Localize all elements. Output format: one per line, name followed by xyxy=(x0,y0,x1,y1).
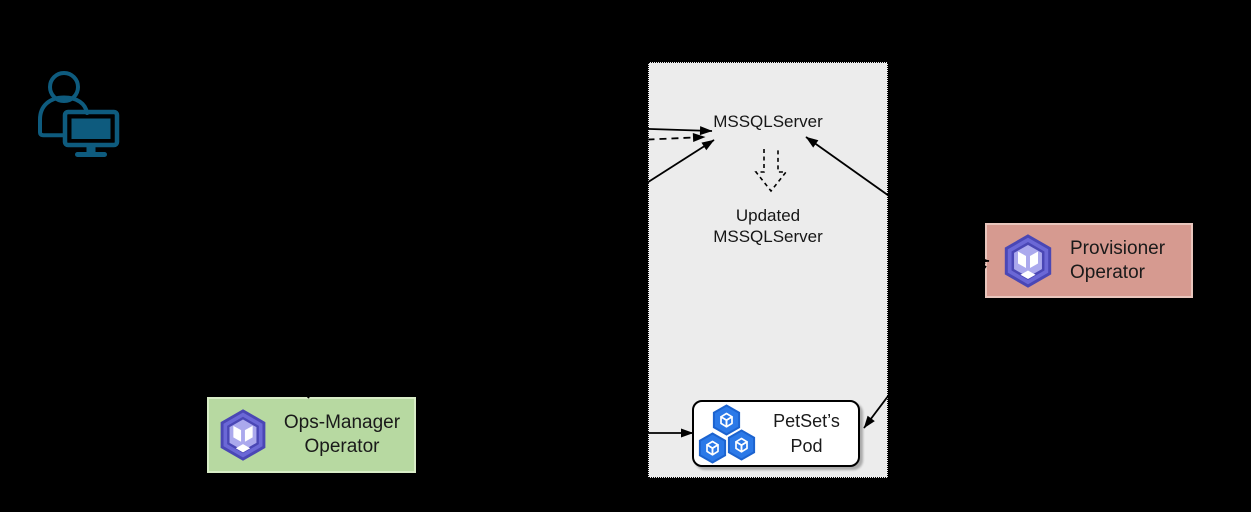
provisioner-label-line1: Provisioner xyxy=(1070,237,1166,259)
pod-icon-bottom-left xyxy=(698,432,727,464)
arrow-user-to-mssqlserver xyxy=(119,111,713,136)
mssqlserver-resource-label: MSSQLServer xyxy=(713,112,823,131)
provisioner-operator-label: Provisioner Operator xyxy=(1070,237,1165,285)
monitor-screen xyxy=(71,118,111,139)
arrow-user-to-opsmanager xyxy=(149,204,310,399)
provisioner-operator-node: Provisioner Operator xyxy=(985,223,1193,298)
person-body xyxy=(38,95,89,138)
monitor-stand xyxy=(86,145,96,153)
updated-mssqlserver-label: Updated MSSQLServer xyxy=(648,205,888,247)
monitor-base xyxy=(75,152,107,157)
petset-label-line1: PetSet’s xyxy=(773,410,840,431)
operator-hexagon-icon xyxy=(220,409,266,461)
updated-label-line1: Updated xyxy=(735,206,801,225)
petset-label-line2: Pod xyxy=(790,435,823,456)
petset-pod-label: PetSet’s Pod xyxy=(759,409,858,459)
ops-manager-operator-label: Ops-Manager Operator xyxy=(270,411,414,459)
petset-pod-node: PetSet’s Pod xyxy=(692,400,860,467)
person-at-computer-icon xyxy=(38,71,120,157)
ops-manager-label-line1: Ops-Manager xyxy=(283,412,401,433)
arrow-to-provisioner xyxy=(929,255,990,265)
kubernetes-pods-icon xyxy=(698,404,756,464)
arrow-user-to-mssqlserver-dashed xyxy=(119,133,706,164)
pod-icon-bottom-right xyxy=(727,429,756,461)
person-head xyxy=(48,71,80,103)
updated-label-line2: MSSQLServer xyxy=(713,227,823,246)
operator-hexagon-icon xyxy=(1004,233,1052,288)
pod-icon-top xyxy=(712,404,741,436)
ops-manager-label-line2: Operator xyxy=(304,436,380,457)
ops-manager-operator-node: Ops-Manager Operator xyxy=(207,397,416,473)
provisioner-label-line2: Operator xyxy=(1070,261,1145,283)
